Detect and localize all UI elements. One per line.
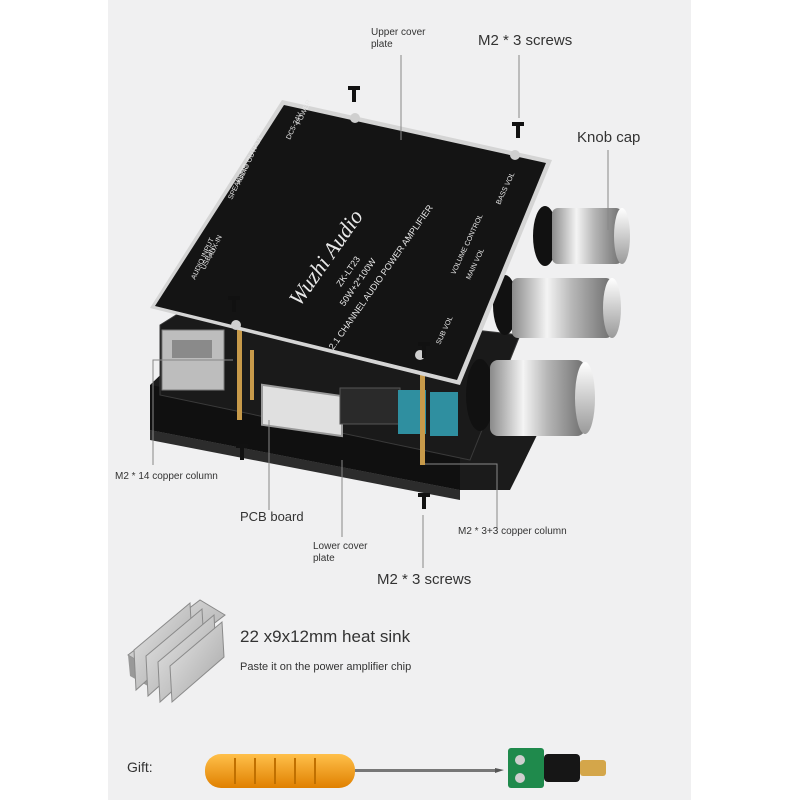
knob-caps — [466, 206, 630, 436]
label-m2-3-screws-top: M2 * 3 screws — [478, 32, 573, 49]
label-m2-3-screws-bottom: M2 * 3 screws — [377, 571, 472, 588]
knob-bass — [533, 206, 630, 266]
screws — [228, 86, 524, 509]
label-m2-14-copper-column: M2 * 14 copper column — [115, 471, 218, 482]
label-gift: Gift: — [127, 759, 153, 775]
label-upper-cover-plate: Upper cover plate — [371, 27, 426, 50]
copper-columns — [237, 320, 425, 465]
exploded-view-illustration: Wuzhi Audio ZK-LT23 50W+2*100W 2.1 CHANN… — [127, 55, 630, 788]
diagram-panel: Wuzhi Audio ZK-LT23 50W+2*100W 2.1 CHANN… — [108, 0, 691, 800]
screw-top-left — [348, 86, 360, 102]
knob-sub — [466, 359, 595, 436]
label-pcb-board: PCB board — [240, 509, 304, 524]
upper-cover-plate: Wuzhi Audio ZK-LT23 50W+2*100W 2.1 CHANN… — [150, 99, 552, 385]
knob-main — [493, 275, 621, 338]
label-lower-cover-plate: Lower cover plate — [313, 541, 368, 564]
screw-bottom-left — [236, 444, 248, 460]
dc-connector-illustration — [508, 748, 606, 788]
label-heat-sink: 22 x9x12mm heat sink — [240, 627, 411, 646]
label-heat-sink-note: Paste it on the power amplifier chip — [240, 661, 412, 673]
screwdriver-illustration — [205, 754, 504, 788]
heat-sink-illustration — [127, 599, 226, 704]
leader-lines — [152, 55, 609, 568]
screw-top-right — [512, 122, 524, 138]
label-knob-cap: Knob cap — [577, 129, 641, 146]
screw-bottom-right — [418, 493, 430, 509]
label-m2-3-3-copper-column: M2 * 3+3 copper column — [458, 526, 567, 537]
screw-mid — [228, 296, 240, 312]
screw-mid-right — [418, 342, 430, 358]
